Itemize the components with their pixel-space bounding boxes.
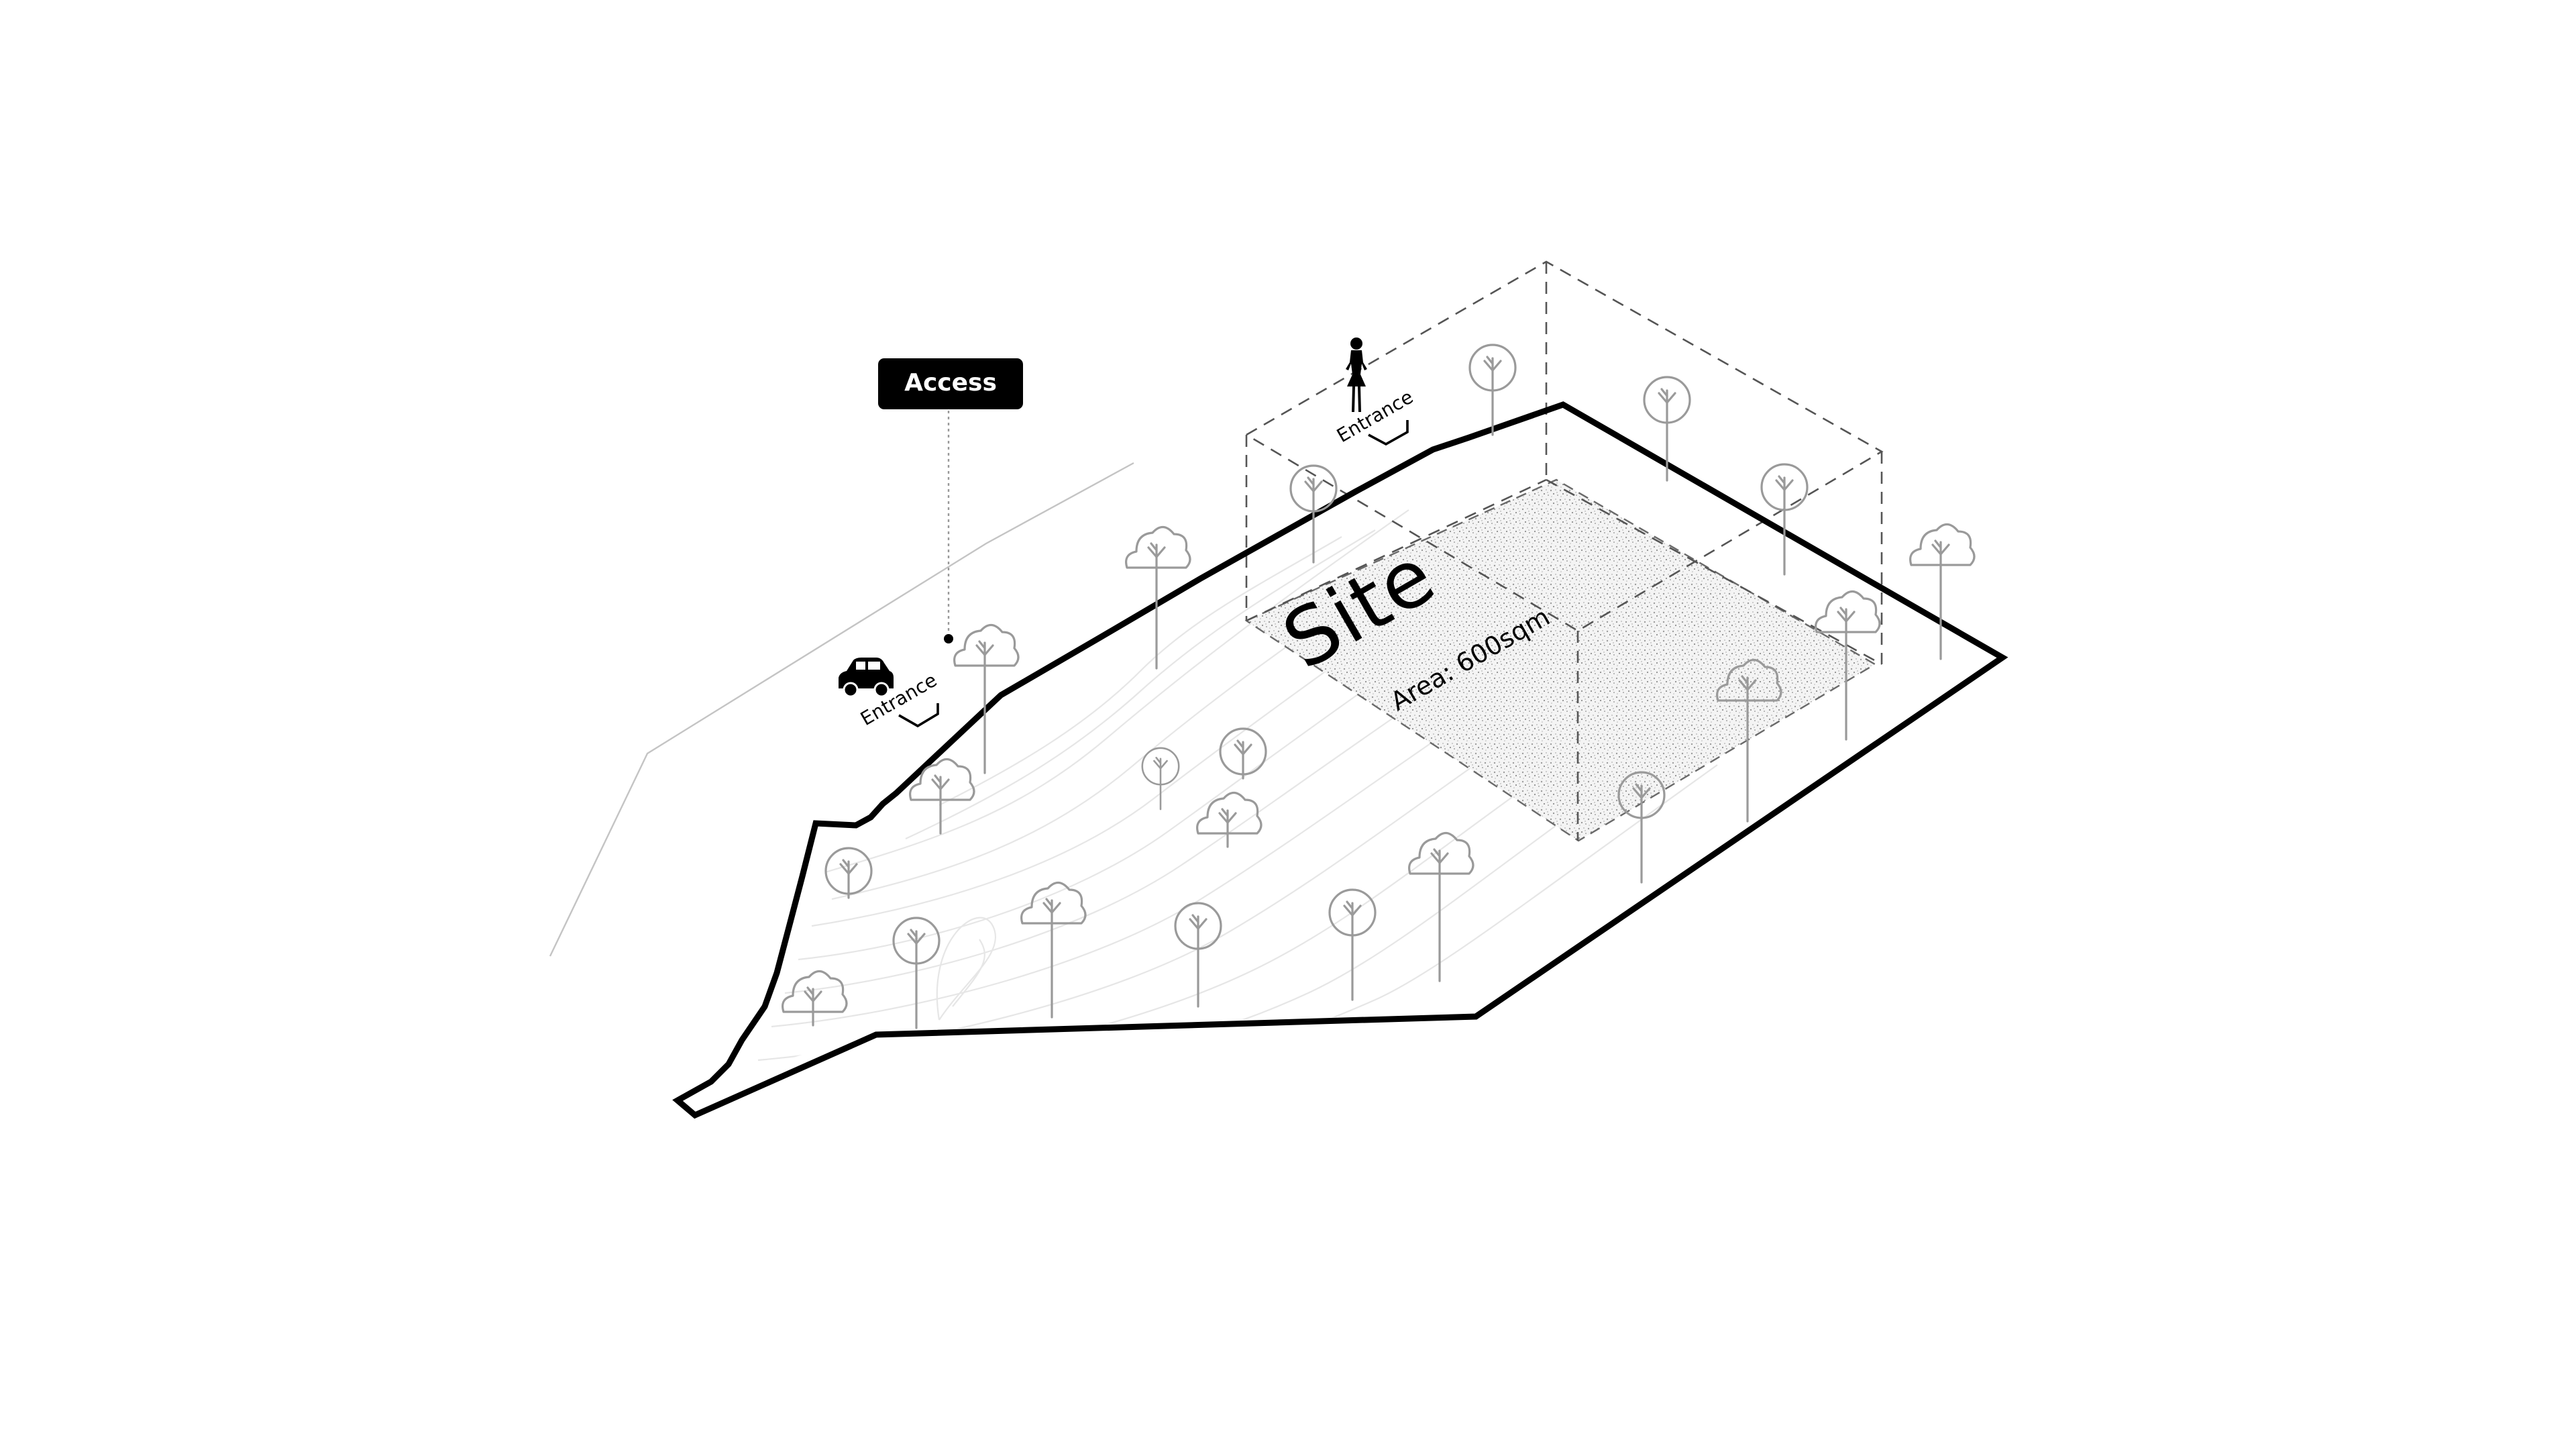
tree-icon bbox=[953, 623, 1020, 774]
tree-icon bbox=[1468, 344, 1517, 436]
tree-icon bbox=[1815, 590, 1881, 741]
tree-icon bbox=[1289, 464, 1338, 564]
tree-icon bbox=[1020, 881, 1087, 1019]
car-entrance: Entrance bbox=[839, 658, 941, 730]
access-callout: Access bbox=[878, 358, 1023, 643]
pedestrian-entrance-arrow bbox=[1368, 420, 1409, 446]
site-boundary bbox=[672, 401, 2008, 1119]
tree-icon bbox=[1408, 831, 1474, 982]
access-label-box bbox=[878, 358, 1023, 409]
car-icon bbox=[839, 658, 894, 698]
tree-icon bbox=[1617, 771, 1666, 884]
pedestrian-entrance: Entrance bbox=[1333, 338, 1417, 447]
site-volume-box bbox=[1245, 260, 1884, 841]
access-label: Access bbox=[904, 369, 997, 397]
tree-icon bbox=[1643, 376, 1691, 482]
tree-icon bbox=[782, 970, 848, 1027]
tree-icon bbox=[1328, 888, 1377, 1001]
tree-icon bbox=[1760, 463, 1809, 576]
tree-icon bbox=[824, 847, 873, 899]
tree-icon bbox=[1174, 902, 1222, 1008]
tree-icon bbox=[1219, 727, 1267, 780]
person-icon bbox=[1346, 338, 1367, 413]
tree-icon bbox=[1141, 747, 1180, 811]
tree-icon bbox=[1196, 791, 1263, 848]
tree-icon bbox=[909, 758, 975, 835]
access-point-marker bbox=[944, 634, 953, 643]
car-entrance-arrow bbox=[898, 703, 939, 728]
tree-icon bbox=[1909, 523, 1976, 660]
road-edge-line bbox=[549, 462, 1134, 957]
tree-icon bbox=[1716, 658, 1782, 823]
site-footprint bbox=[1244, 478, 1877, 842]
tree-icon bbox=[1125, 525, 1191, 670]
trees-group bbox=[782, 344, 1976, 1029]
tree-icon bbox=[892, 917, 941, 1029]
